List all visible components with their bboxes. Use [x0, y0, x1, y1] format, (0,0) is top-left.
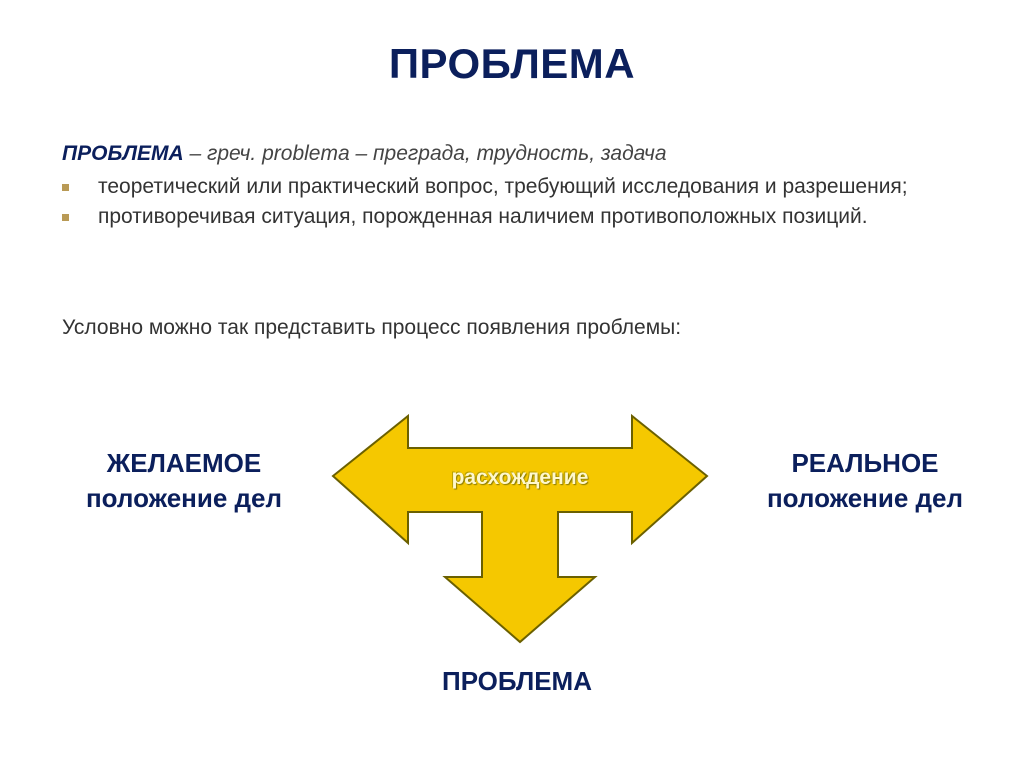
desired-state-title: ЖЕЛАЕМОЕ [106, 448, 262, 478]
real-state-title: РЕАЛЬНОЕ [791, 448, 939, 478]
definition-term: ПРОБЛЕМА [62, 142, 184, 165]
real-state-label: РЕАЛЬНОЕ положение дел [725, 446, 1005, 516]
desired-state-label: ЖЕЛАЕМОЕ положение дел [44, 446, 324, 516]
problem-label: ПРОБЛЕМА [442, 666, 592, 696]
desired-state-subtitle: положение дел [85, 483, 283, 513]
definition-text: – греч. problema – преграда, трудность, … [183, 142, 667, 165]
bullet-text: противоречивая ситуация, порожденная нал… [98, 205, 868, 228]
bullet-list: теоретический или практический вопрос, т… [62, 174, 962, 234]
bullet-text: теоретический или практический вопрос, т… [98, 175, 908, 198]
three-way-arrow-shape [331, 413, 709, 644]
definition: ПРОБЛЕМА – греч. problema – преграда, тр… [62, 142, 962, 166]
list-item: противоречивая ситуация, порожденная нал… [62, 204, 962, 229]
discrepancy-caption: расхождение [451, 466, 589, 489]
bullet-square-icon [62, 214, 69, 221]
list-item: теоретический или практический вопрос, т… [62, 174, 962, 199]
real-state-subtitle: положение дел [766, 483, 964, 513]
intro-text: Условно можно так представить процесс по… [62, 316, 682, 339]
three-way-arrow-icon [331, 413, 709, 644]
slide-title: ПРОБЛЕМА [388, 40, 636, 87]
bullet-square-icon [62, 184, 69, 191]
